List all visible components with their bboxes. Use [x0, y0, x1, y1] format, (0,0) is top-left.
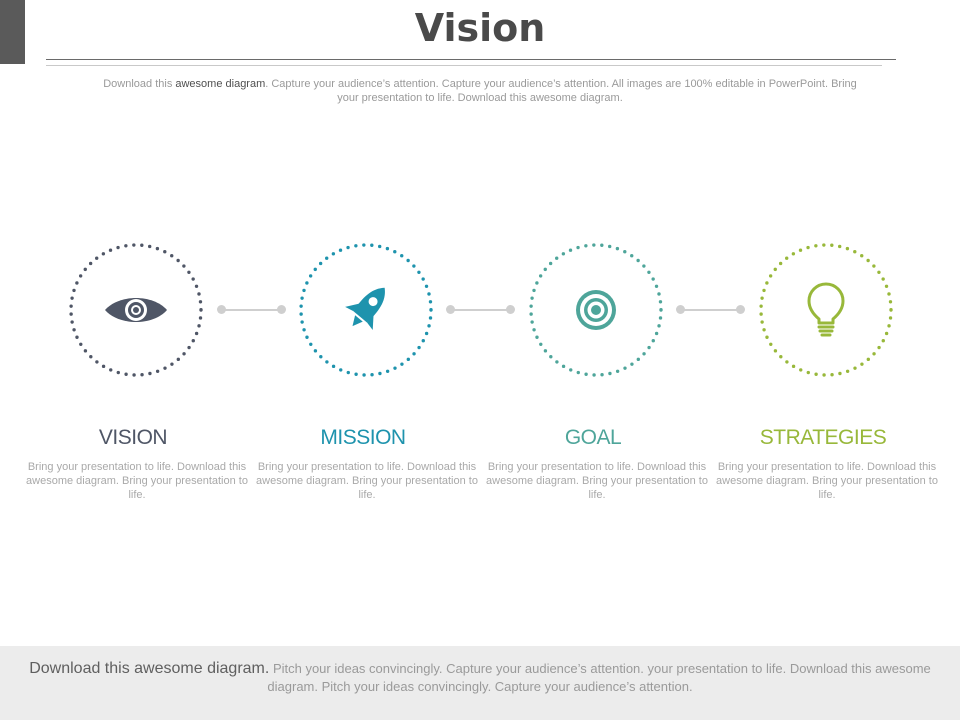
step-title: VISION [98, 426, 168, 449]
step-ring [756, 240, 896, 380]
dotted-ring [299, 243, 433, 377]
dotted-ring [529, 243, 663, 377]
step-title: GOAL [564, 426, 622, 449]
step-description: Bring your presentation to life. Downloa… [716, 461, 938, 501]
target-icon [561, 275, 631, 345]
connector-line-2 [450, 309, 510, 311]
title-divider-secondary [46, 65, 882, 66]
subtitle-highlight: awesome diagram [175, 78, 266, 90]
page-title: Vision [414, 6, 546, 50]
step-title: STRATEGIES [759, 426, 887, 449]
footer-lead: Download this awesome diagram. [29, 660, 270, 677]
corner-accent-block [0, 0, 25, 64]
connector-dot [277, 305, 286, 314]
step-description: Bring your presentation to life. Downloa… [256, 461, 478, 501]
subtitle-rest: . Capture your audience’s attention. Cap… [265, 78, 857, 104]
page-subtitle: Download this awesome diagram. Capture y… [100, 77, 860, 105]
connector-line-3 [680, 309, 740, 311]
step-ring [526, 240, 666, 380]
step-ring [66, 240, 206, 380]
footer-band: Download this awesome diagram. Pitch you… [0, 646, 960, 720]
footer-text: Download this awesome diagram. Pitch you… [20, 660, 940, 696]
connector-line-1 [221, 309, 281, 311]
title-divider [46, 59, 896, 60]
connector-dot [736, 305, 745, 314]
footer-body: Pitch your ideas convincingly. Capture y… [267, 661, 931, 694]
rocket-icon [331, 275, 401, 345]
subtitle-lead: Download this [103, 78, 176, 90]
step-description: Bring your presentation to life. Downloa… [26, 461, 248, 501]
dotted-ring [759, 243, 893, 377]
step-description: Bring your presentation to life. Downloa… [486, 461, 708, 501]
dotted-ring [69, 243, 203, 377]
step-title: MISSION [320, 426, 406, 449]
lightbulb-icon [791, 275, 861, 345]
step-ring [296, 240, 436, 380]
eye-icon [101, 275, 171, 345]
connector-dot [506, 305, 515, 314]
